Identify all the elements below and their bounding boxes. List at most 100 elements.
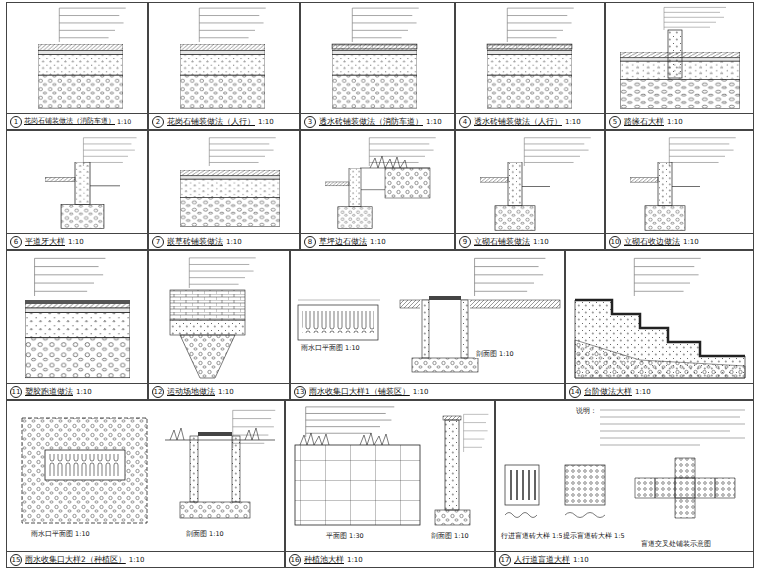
view-label: 提示盲道砖大样 1:5	[562, 532, 626, 540]
title-bar: 15雨水收集口大样2（种植区）1:10	[7, 551, 284, 567]
detail-panel: 12运动场地做法1:10	[148, 250, 290, 400]
detail-panel: 6平道牙大样1:10	[6, 130, 148, 250]
view-label: 盲道交叉处铺装示意图	[640, 540, 712, 548]
panel-title: 立砌石收边做法	[624, 237, 680, 247]
view-label: 雨水口平面图 1:10	[300, 344, 361, 352]
drawing-scale: 1:10	[68, 238, 84, 246]
title-bar: 12运动场地做法1:10	[149, 383, 289, 399]
detail-panel: 1花岗石铺装做法（消防车道）1:10	[6, 2, 148, 130]
drawing-scale: 1:10	[117, 118, 131, 125]
panel-number: 1	[10, 116, 22, 128]
drawing-scale: 1:10	[76, 388, 92, 396]
detail-panel: 5路缘石大样1:10	[605, 2, 754, 130]
panel-number: 7	[152, 236, 164, 248]
drawing-scale: 1:10	[533, 238, 549, 246]
panel-title: 草坪边石做法	[319, 237, 367, 247]
panel-title: 种植池大样	[304, 555, 344, 565]
panel-title: 路缘石大样	[624, 117, 664, 127]
panel-title: 平道牙大样	[25, 237, 65, 247]
detail-panel: 8草坪边石做法1:10	[300, 130, 455, 250]
detail-panel: 3透水砖铺装做法（消防车道）1:10	[300, 2, 455, 130]
drawing-scale: 1:10	[258, 118, 274, 126]
drawing-scale: 1:10	[370, 238, 386, 246]
panel-title: 嵌草砖铺装做法	[167, 237, 223, 247]
panel-title: 台阶做法大样	[584, 387, 632, 397]
title-bar: 5路缘石大样1:10	[606, 113, 753, 129]
panel-number: 6	[10, 236, 22, 248]
panel-number: 15	[10, 554, 22, 566]
panel-title: 花岗石铺装做法（人行）	[167, 117, 255, 127]
view-label: 说明：	[575, 407, 598, 415]
title-bar: 10立砌石收边做法1:10	[606, 233, 753, 249]
panel-title: 透水砖铺装做法（人行）	[474, 117, 562, 127]
panel-number: 16	[289, 554, 301, 566]
panel-number: 9	[459, 236, 471, 248]
title-bar: 1花岗石铺装做法（消防车道）1:10	[7, 113, 147, 129]
panel-number: 8	[304, 236, 316, 248]
title-bar: 11塑胶跑道做法1:10	[7, 383, 147, 399]
panel-number: 3	[304, 116, 316, 128]
panel-number: 10	[609, 236, 621, 248]
detail-panel: 4透水砖铺装做法（人行）1:10	[455, 2, 605, 130]
panel-title: 塑胶跑道做法	[25, 387, 73, 397]
row-three-details	[25, 258, 745, 378]
drawing-scale: 1:10	[635, 388, 651, 396]
title-bar: 3透水砖铺装做法（消防车道）1:10	[301, 113, 454, 129]
title-bar: 9立砌石铺装做法1:10	[456, 233, 604, 249]
title-bar: 14台阶做法大样1:10	[566, 383, 753, 399]
panel-number: 2	[152, 116, 164, 128]
title-bar: 17人行道盲道大样1:10	[496, 551, 753, 567]
title-bar: 2花岗石铺装做法（人行）1:10	[149, 113, 299, 129]
drawing-scale: 1:10	[573, 556, 589, 564]
panel-number: 5	[609, 116, 621, 128]
detail-panel: 13雨水收集口大样1（铺装区）1:10	[290, 250, 565, 400]
title-bar: 7嵌草砖铺装做法1:10	[149, 233, 299, 249]
drawing-scale: 1:10	[413, 388, 429, 396]
panel-title: 运动场地做法	[167, 387, 215, 397]
view-label: 行进盲道砖大样 1:5	[500, 532, 564, 540]
title-bar: 16种植池大样1:10	[286, 551, 494, 567]
panel-number: 11	[10, 386, 22, 398]
title-bar: 4透水砖铺装做法（人行）1:10	[456, 113, 604, 129]
title-bar: 8草坪边石做法1:10	[301, 233, 454, 249]
drawing-scale: 1:10	[683, 238, 699, 246]
panel-number: 14	[569, 386, 581, 398]
drawing-scale: 1:10	[218, 388, 234, 396]
detail-panel: 11塑胶跑道做法1:10	[6, 250, 148, 400]
view-label: 剖面图 1:10	[475, 350, 515, 358]
drawing-scale: 1:10	[226, 238, 242, 246]
panel-number: 12	[152, 386, 164, 398]
detail-panel: 15雨水收集口大样2（种植区）1:10	[6, 400, 285, 568]
panel-title: 雨水收集口大样2（种植区）	[25, 555, 126, 565]
drawing-scale: 1:10	[347, 556, 363, 564]
detail-panel: 9立砌石铺装做法1:10	[455, 130, 605, 250]
drawing-scale: 1:10	[565, 118, 581, 126]
panel-title: 雨水收集口大样1（铺装区）	[309, 387, 410, 397]
view-label: 雨水口平面图 1:10	[30, 530, 91, 538]
panel-title: 人行道盲道大样	[514, 555, 570, 565]
view-label: 剖面图 1:10	[185, 530, 225, 538]
drawing-scale: 1:10	[667, 118, 683, 126]
panel-number: 4	[459, 116, 471, 128]
detail-panel: 14台阶做法大样1:10	[565, 250, 754, 400]
detail-panel: 7嵌草砖铺装做法1:10	[148, 130, 300, 250]
row-four-details	[22, 407, 745, 525]
title-bar: 13雨水收集口大样1（铺装区）1:10	[291, 383, 564, 399]
detail-panel: 16种植池大样1:10	[285, 400, 495, 568]
title-bar: 6平道牙大样1:10	[7, 233, 147, 249]
panel-title: 花岗石铺装做法（消防车道）	[24, 117, 115, 126]
view-label: 平面图 1:30	[325, 532, 365, 540]
panel-title: 透水砖铺装做法（消防车道）	[319, 117, 423, 127]
panel-title: 立砌石铺装做法	[474, 237, 530, 247]
panel-number: 13	[294, 386, 306, 398]
view-label: 剖面图 1:10	[430, 532, 470, 540]
detail-panel: 2花岗石铺装做法（人行）1:10	[148, 2, 300, 130]
drawing-scale: 1:10	[129, 556, 145, 564]
detail-panel: 10立砌石收边做法1:10	[605, 130, 754, 250]
drawing-scale: 1:10	[426, 118, 442, 126]
row-one-details	[38, 7, 740, 108]
panel-number: 17	[499, 554, 511, 566]
detail-panel: 17人行道盲道大样1:10	[495, 400, 754, 568]
